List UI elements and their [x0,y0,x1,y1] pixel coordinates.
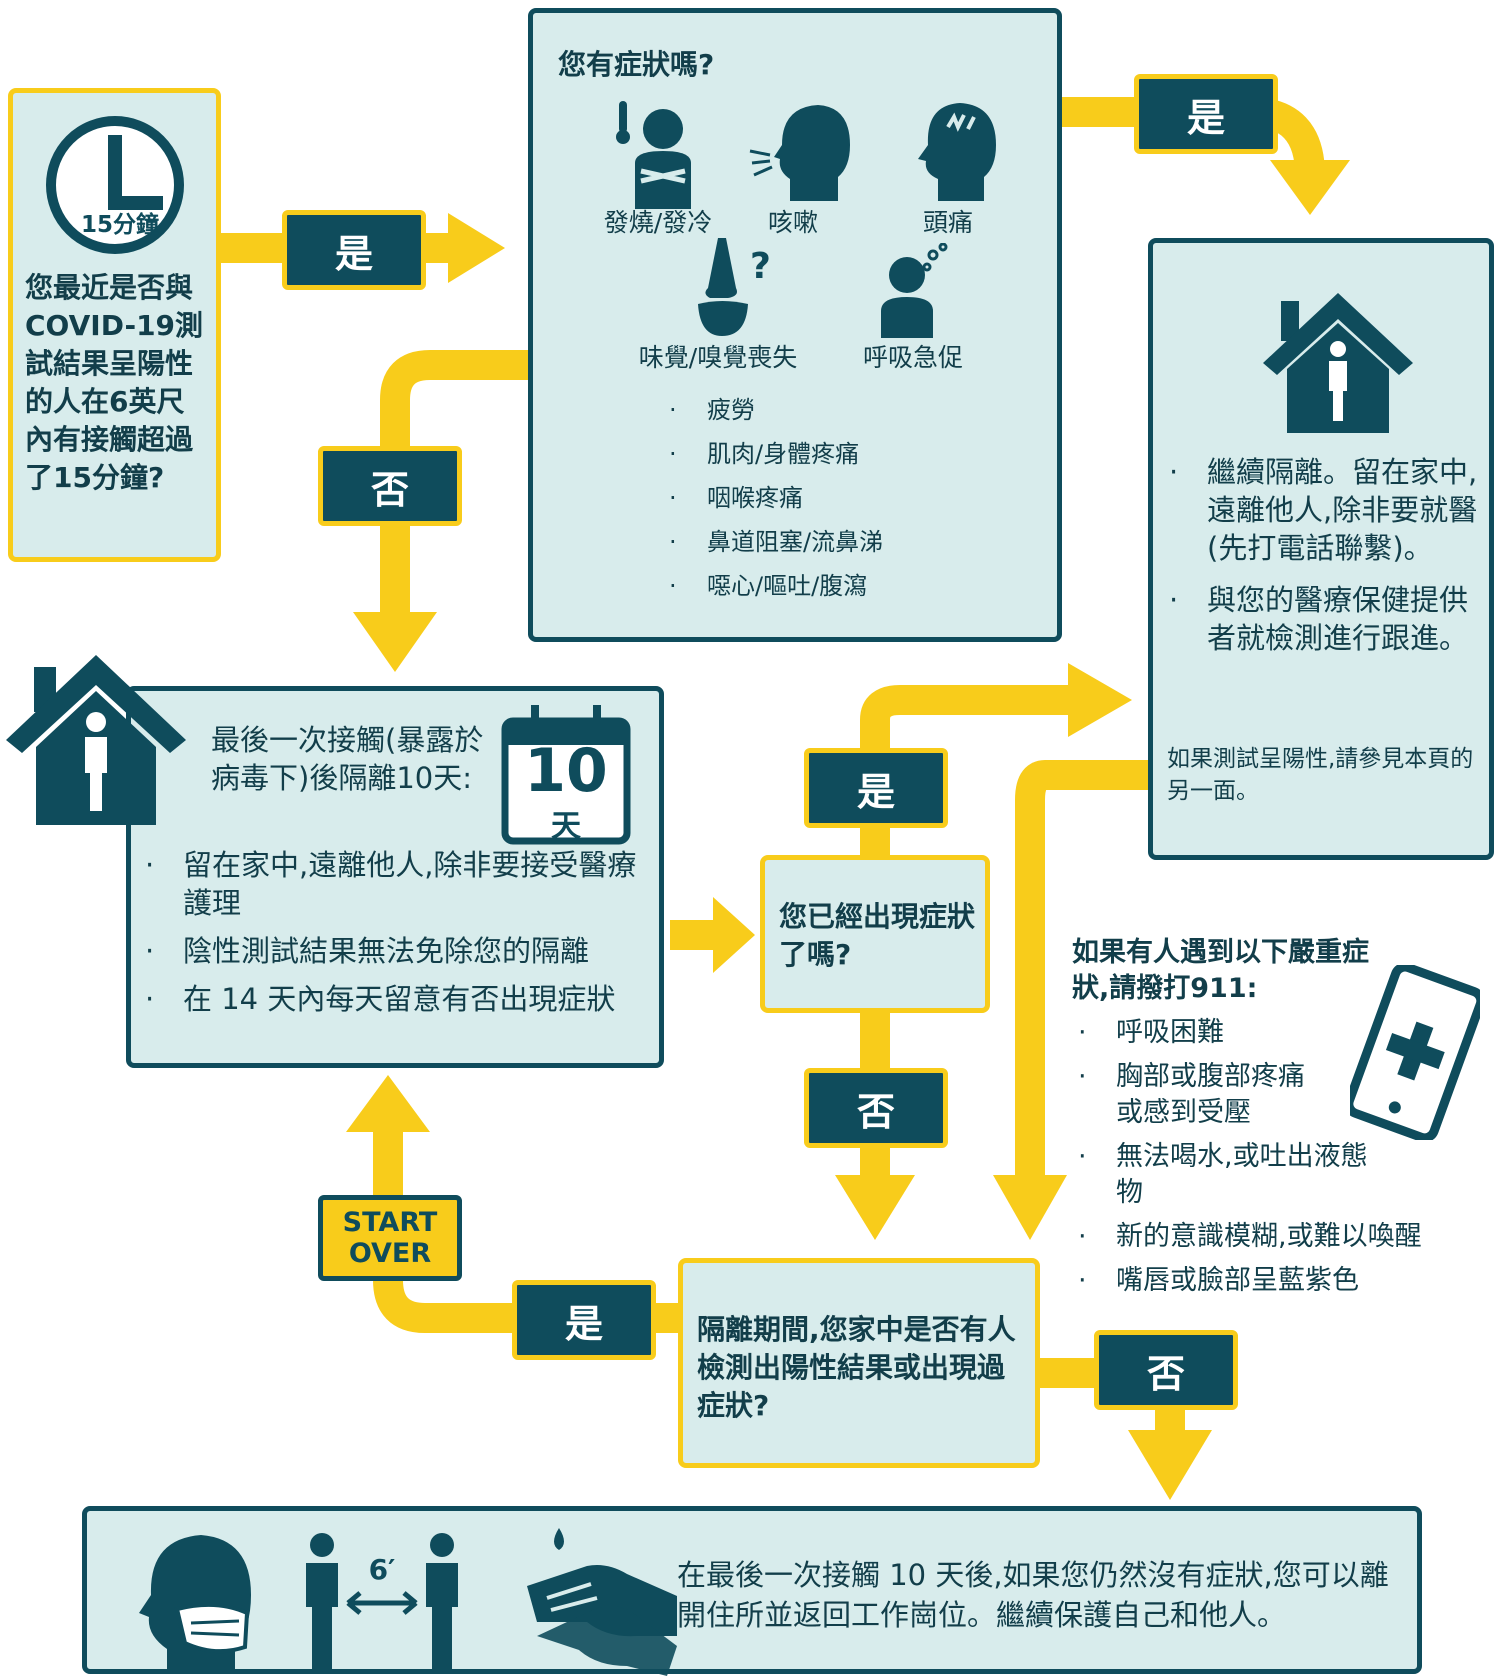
hand-washing-icon [517,1526,677,1676]
list-item: 在 14 天內每天留意有否出現症狀 [139,980,649,1018]
start-over-label: START OVER [318,1195,462,1281]
exposure-question: 您最近是否與COVID-19測試結果呈陽性的人在6英尺內有接觸超過了15分鐘? [25,271,204,494]
face-mask-icon [127,1529,257,1674]
house-icon [6,655,186,825]
isolate-list: 繼續隔離。留在家中,遠離他人,除非要就醫(先打電話聯繫)。 與您的醫療保健提供者… [1163,453,1483,657]
list-item: 留在家中,遠離他人,除非要接受醫療護理 [139,846,649,922]
calendar-number: 10 [524,736,608,806]
phone-medical-icon [1344,962,1486,1143]
yes-label-symptoms: 是 [1134,74,1278,154]
yes-label-symptoms-now: 是 [804,748,948,828]
clock-text: 15分鐘 [80,212,159,238]
headache-icon [908,101,998,201]
loss-of-taste-smell-label: 味覺/嗅覺喪失 [638,343,798,372]
list-item: 陰性測試結果無法免除您的隔離 [139,932,649,970]
loss-of-taste-smell-icon: ? [688,238,778,338]
list-item: 肌肉/身體疼痛 [663,432,963,476]
final-box: 6′ 在最後一次接觸 10 天後,如果您仍然沒有症狀,您可以離開住所並返回工作崗… [82,1506,1422,1676]
start-over-text-2: OVER [348,1238,432,1269]
yes-label-exposure: 是 [282,210,426,290]
list-item: 鼻道阻塞/流鼻涕 [663,520,963,564]
social-distancing-icon: 6′ [302,1531,462,1676]
house-icon [1263,293,1413,433]
no-label-symptoms-now: 否 [804,1068,948,1148]
list-item: 與您的醫療保健提供者就檢測進行跟進。 [1163,581,1483,657]
clock-icon: 15分鐘 [45,115,185,255]
symptoms-now-question: 您已經出現症狀了嗎? [779,900,976,971]
fever-chills-icon [613,101,703,209]
quarantine-list: 留在家中,遠離他人,除非要接受醫療護理 陰性測試結果無法免除您的隔離 在 14 … [139,846,649,1018]
list-item: 疲勞 [663,388,963,432]
calendar-icon: 10 天 [501,701,631,846]
no-label-exposure: 否 [318,446,462,526]
list-item: 咽喉疼痛 [663,476,963,520]
list-item: 噁心/嘔吐/腹瀉 [663,564,963,608]
calendar-unit: 天 [551,809,581,844]
list-item: 呼吸困難 [1072,1015,1472,1051]
isolate-note: 如果測試呈陽性,請參見本頁的另一面。 [1167,746,1474,804]
list-item: 繼續隔離。留在家中,遠離他人,除非要就醫(先打電話聯繫)。 [1163,453,1483,567]
start-over-text-1: START [342,1206,438,1238]
shortness-of-breath-label: 呼吸急促 [862,343,963,372]
symptoms-title: 您有症狀嗎? [558,48,715,81]
yes-label-household: 是 [512,1280,656,1360]
emergency-list: 呼吸困難 胸部或腹部疼痛或感到受壓 無法喝水,或吐出液態物 新的意識模糊,或難以… [1072,1015,1472,1299]
symptoms-box: 您有症狀嗎? 發燒/發冷 咳嗽 頭痛 ? 味覺/嗅覺喪失 [528,8,1062,642]
cough-label: 咳嗽 [767,208,818,237]
svg-text:?: ? [750,246,771,287]
shortness-of-breath-icon [873,242,953,338]
headache-label: 頭痛 [922,208,973,237]
fever-chills-label: 發燒/發冷 [603,208,713,237]
symptoms-list: 疲勞 肌肉/身體疼痛 咽喉疼痛 鼻道阻塞/流鼻涕 噁心/嘔吐/腹瀉 [663,388,963,608]
list-item: 胸部或腹部疼痛或感到受壓 [1072,1059,1326,1131]
list-item: 嘴唇或臉部呈藍紫色 [1072,1263,1472,1299]
final-text: 在最後一次接觸 10 天後,如果您仍然沒有症狀,您可以離開住所並返回工作崗位。繼… [677,1558,1389,1632]
list-item: 新的意識模糊,或難以喚醒 [1072,1219,1472,1255]
cough-icon [748,101,853,201]
isolate-box: 繼續隔離。留在家中,遠離他人,除非要就醫(先打電話聯繫)。 與您的醫療保健提供者… [1148,238,1494,860]
no-label-household: 否 [1094,1330,1238,1410]
emergency-title: 如果有人遇到以下嚴重症狀,請撥打911: [1072,937,1369,1004]
household-question-box: 隔離期間,您家中是否有人檢測出陽性結果或出現過症狀? [678,1258,1040,1468]
exposure-question-box: 15分鐘 您最近是否與COVID-19測試結果呈陽性的人在6英尺內有接觸超過了1… [8,88,221,562]
list-item: 無法喝水,或吐出液態物 [1072,1139,1386,1211]
symptoms-now-question-box: 您已經出現症狀了嗎? [760,855,990,1013]
quarantine-box: 最後一次接觸(暴露於病毒下)後隔離10天: 10 天 留在家中,遠離他人,除非要… [126,686,664,1068]
household-question: 隔離期間,您家中是否有人檢測出陽性結果或出現過症狀? [697,1313,1016,1422]
distance-label: 6′ [368,1553,396,1586]
quarantine-intro: 最後一次接觸(暴露於病毒下)後隔離10天: [211,723,484,795]
